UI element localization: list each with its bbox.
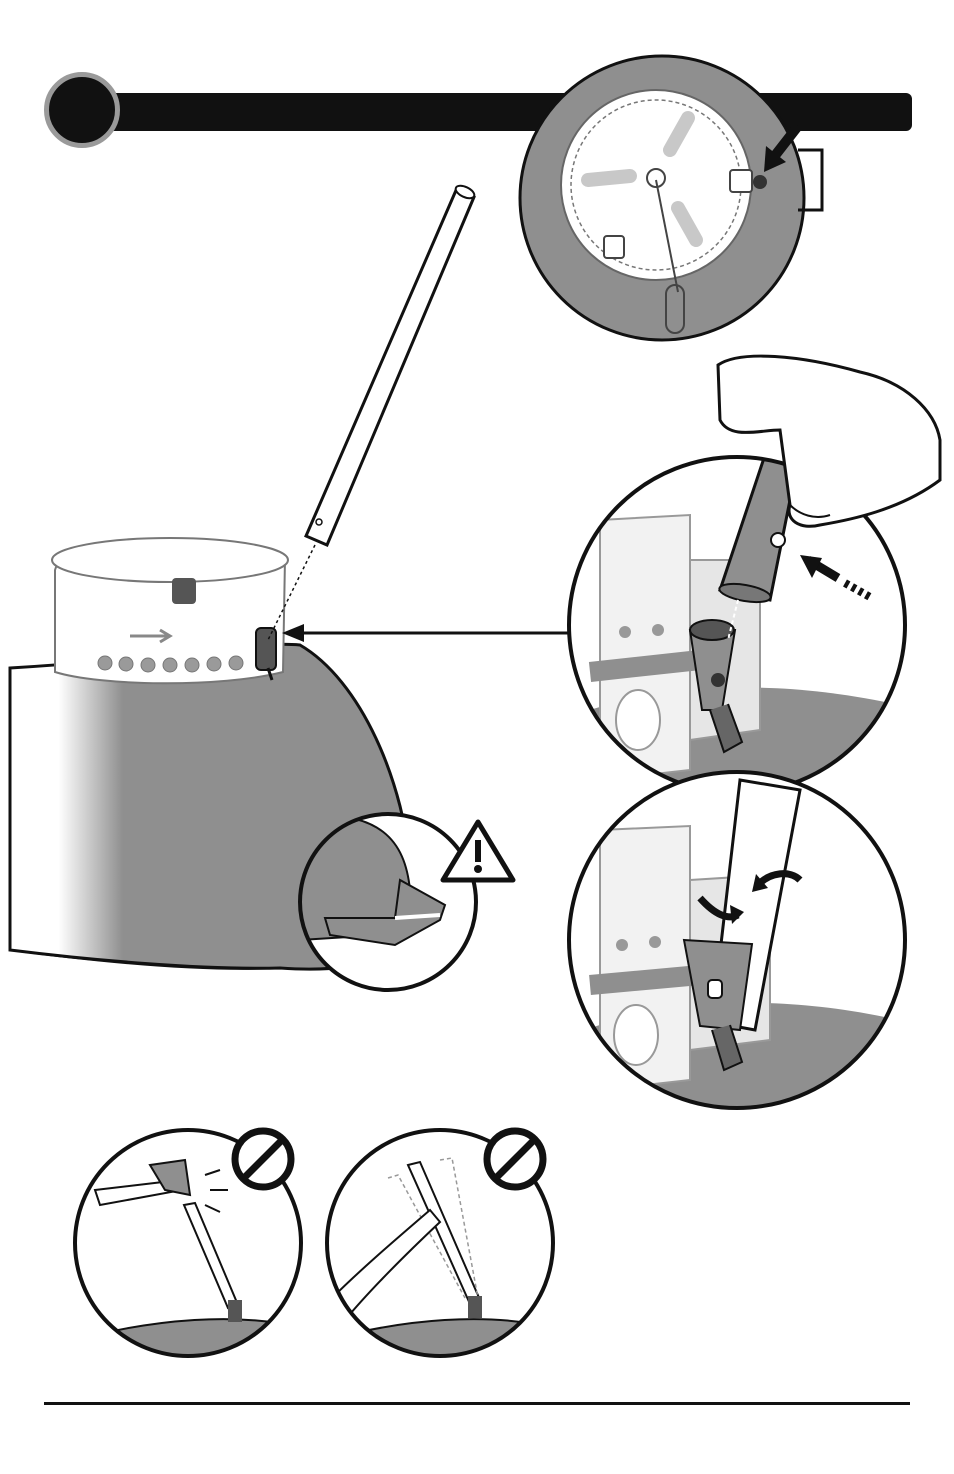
prohibited-icon	[483, 1127, 547, 1191]
warning-detail-circle	[298, 812, 478, 992]
bottom-divider	[44, 1402, 910, 1405]
prohibited-icon	[231, 1127, 295, 1191]
handle-rod	[267, 184, 476, 641]
ash-ring-housing	[51, 537, 289, 685]
arrow-icon	[282, 624, 575, 642]
twist-lock-detail-circle	[567, 770, 907, 1110]
underside-detail-circle	[518, 54, 824, 342]
warning-triangle-icon	[440, 819, 516, 883]
step-number-badge	[44, 72, 120, 148]
insert-rod-detail-circle	[567, 354, 942, 795]
curved-arrow-icon	[697, 870, 803, 924]
